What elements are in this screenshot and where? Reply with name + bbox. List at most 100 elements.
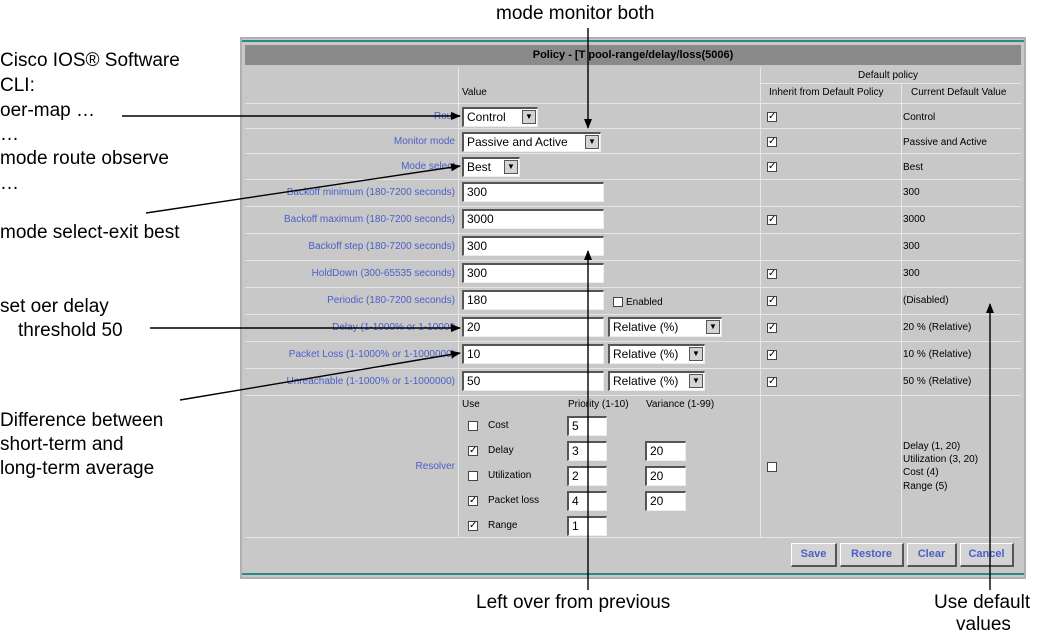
label-holddown: HoldDown (300-65535 seconds) — [311, 268, 455, 279]
policy-panel: Policy - [T pool-range/delay/loss(5006) … — [240, 37, 1026, 579]
label-resolver: Resolver — [415, 461, 455, 472]
resolver-variance-delay[interactable]: 20 — [645, 441, 686, 461]
resolver-header-priority: Priority (1-10) — [568, 399, 629, 410]
resolver-name-range: Range — [488, 520, 518, 531]
unreachable-mode-select[interactable]: Relative (%) ▼ — [608, 371, 705, 391]
packet-loss-mode-select[interactable]: Relative (%) ▼ — [608, 344, 705, 364]
resolver-name-cost: Cost — [488, 420, 509, 431]
inherit-checkbox-mode-select[interactable]: ✓ — [767, 161, 777, 172]
default-backoff-step: 300 — [903, 241, 920, 252]
resolver-priority-range[interactable]: 1 — [567, 516, 607, 536]
label-periodic: Periodic (180-7200 seconds) — [327, 295, 455, 306]
inherit-checkbox-periodic[interactable]: ✓ — [767, 295, 777, 306]
resolver-priority-delay[interactable]: 3 — [567, 441, 607, 461]
callout-select-exit: mode select-exit best — [0, 222, 180, 243]
inherit-checkbox-packet-loss[interactable]: ✓ — [767, 349, 777, 360]
unreachable-input[interactable]: 50 — [462, 371, 604, 391]
resolver-name-utilization: Utilization — [488, 470, 532, 481]
cancel-button[interactable]: Cancel — [960, 543, 1014, 567]
save-button[interactable]: Save — [791, 543, 837, 567]
resolver-variance-utilization[interactable]: 20 — [645, 466, 686, 486]
resolver-use-packet-loss-checkbox[interactable]: ✓ — [468, 495, 478, 506]
backoff-maximum-input[interactable]: 3000 — [462, 209, 604, 229]
packet-loss-mode-value: Relative (%) — [613, 347, 679, 361]
backoff-minimum-input[interactable]: 300 — [462, 182, 604, 202]
callout-cli-line-2: CLI: — [0, 75, 35, 96]
grid-line — [458, 67, 459, 537]
inherit-checkbox-unreachable[interactable]: ✓ — [767, 376, 777, 387]
header-inherit: Inherit from Default Policy — [769, 87, 884, 98]
holddown-input[interactable]: 300 — [462, 263, 604, 283]
label-backoff-step: Backoff step (180-7200 seconds) — [308, 241, 455, 252]
grid-line — [760, 67, 761, 537]
chevron-down-icon: ▼ — [689, 374, 703, 388]
label-monitor-mode: Monitor mode — [393, 136, 455, 147]
label-packet-loss: Packet Loss (1-1000% or 1-1000000) — [288, 349, 455, 360]
chevron-down-icon: ▼ — [522, 110, 536, 124]
grid-line — [245, 179, 1021, 180]
grid-line — [901, 83, 902, 537]
default-backoff-maximum: 3000 — [903, 214, 926, 225]
inherit-checkbox-delay[interactable]: ✓ — [767, 322, 777, 333]
resolver-variance-packet-loss[interactable]: 20 — [645, 491, 686, 511]
callout-default-line-1: Use default — [934, 592, 1031, 613]
chevron-down-icon: ▼ — [504, 160, 518, 174]
default-unreachable: 50 % (Relative) — [903, 376, 972, 387]
callout-delay-line-2: threshold 50 — [18, 320, 123, 341]
inherit-checkbox-monitor-mode[interactable]: ✓ — [767, 136, 777, 147]
packet-loss-input[interactable]: 10 — [462, 344, 604, 364]
inherit-checkbox-mode-route[interactable]: ✓ — [767, 111, 777, 122]
grid-line — [245, 287, 1021, 288]
inherit-checkbox-holddown[interactable]: ✓ — [767, 268, 777, 279]
label-unreachable: Unreachable (1-1000% or 1-1000000) — [286, 376, 455, 387]
resolver-use-utilization-checkbox[interactable] — [468, 471, 478, 481]
callout-delay-line-1: set oer delay — [0, 296, 109, 317]
callout-mode-monitor-both: mode monitor both — [496, 3, 655, 24]
resolver-use-range-checkbox[interactable]: ✓ — [468, 520, 478, 531]
default-holddown: 300 — [903, 268, 920, 279]
mode-route-select[interactable]: Control▼ — [462, 107, 538, 127]
default-monitor-mode: Passive and Active — [903, 137, 987, 148]
resolver-header-variance: Variance (1-99) — [646, 399, 715, 410]
chevron-down-icon: ▼ — [706, 320, 720, 334]
inherit-checkbox-resolver[interactable] — [767, 462, 777, 472]
resolver-use-delay-checkbox[interactable]: ✓ — [468, 445, 478, 456]
unreachable-mode-value: Relative (%) — [613, 374, 679, 388]
label-backoff-minimum: Backoff minimum (180-7200 seconds) — [286, 187, 455, 198]
chevron-down-icon: ▼ — [689, 347, 703, 361]
resolver-priority-utilization[interactable]: 2 — [567, 466, 607, 486]
resolver-header-use: Use — [462, 399, 480, 410]
restore-button[interactable]: Restore — [840, 543, 904, 567]
mode-select-value: Best — [467, 160, 492, 174]
backoff-step-input[interactable]: 300 — [462, 236, 604, 256]
mode-select-select[interactable]: Best ▼ — [462, 157, 520, 177]
delay-mode-select[interactable]: Relative (%)▼ — [608, 317, 722, 337]
delay-input[interactable]: 20 — [462, 317, 604, 337]
monitor-mode-select[interactable]: Passive and Active▼ — [462, 132, 601, 152]
grid-line — [245, 206, 1021, 207]
resolver-use-cost-checkbox[interactable] — [468, 421, 478, 431]
default-resolver-line-1: Delay (1, 20) — [903, 441, 961, 452]
grid-line — [760, 83, 1021, 84]
header-default-policy: Default policy — [858, 70, 919, 81]
clear-button[interactable]: Clear — [907, 543, 957, 567]
grid-line — [245, 153, 1021, 154]
periodic-input[interactable]: 180 — [462, 290, 604, 310]
resolver-name-delay: Delay — [488, 445, 514, 456]
grid-line — [245, 128, 1021, 129]
callout-cli-line-6: … — [0, 173, 19, 194]
default-periodic: (Disabled) — [903, 295, 949, 306]
inherit-checkbox-backoff[interactable]: ✓ — [767, 214, 777, 225]
resolver-name-packet-loss: Packet loss — [488, 495, 540, 506]
label-backoff-maximum: Backoff maximum (180-7200 seconds) — [283, 214, 455, 225]
resolver-priority-packet-loss[interactable]: 4 — [567, 491, 607, 511]
header-current-default: Current Default Value — [911, 87, 1007, 98]
default-resolver-line-4: Range (5) — [903, 481, 948, 492]
resolver-priority-cost[interactable]: 5 — [567, 416, 607, 436]
grid-line — [245, 537, 1021, 538]
label-delay: Delay (1-1000% or 1-10000 — [332, 322, 455, 333]
callout-default-line-2: values — [956, 614, 1011, 635]
default-mode-select: Best — [903, 162, 924, 173]
callout-cli-line-1: Cisco IOS® Software — [0, 50, 180, 71]
periodic-enabled-checkbox[interactable] — [613, 297, 623, 307]
